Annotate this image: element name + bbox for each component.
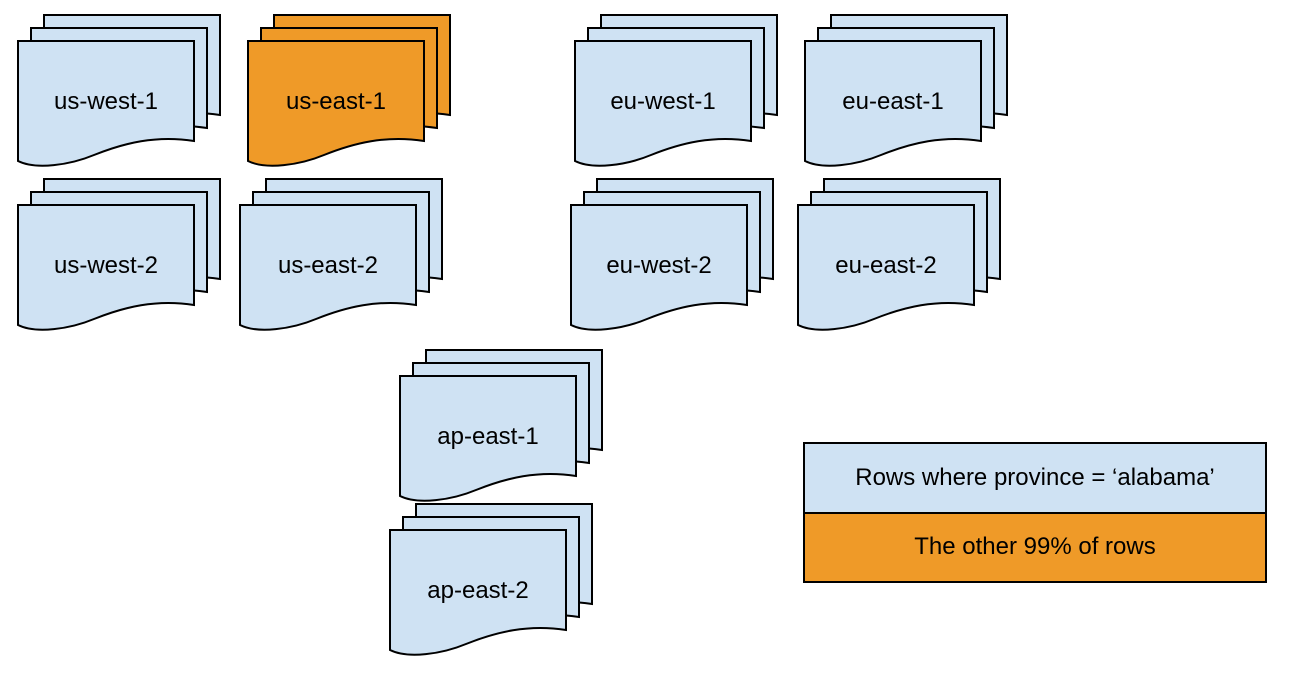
legend-label: Rows where province = ‘alabama’ <box>855 463 1215 491</box>
document-stack-icon: eu-east-1 <box>804 14 1008 167</box>
region-label: us-east-1 <box>286 88 386 115</box>
document-sheet-front <box>574 40 752 167</box>
document-stack-icon: us-east-2 <box>239 178 443 331</box>
region-label: us-west-1 <box>54 88 158 115</box>
region-label: eu-east-2 <box>835 252 936 279</box>
document-stack-icon: ap-east-1 <box>399 349 603 502</box>
region-label: ap-east-2 <box>427 577 528 604</box>
document-stack-icon: eu-west-1 <box>574 14 778 167</box>
region-label: eu-west-2 <box>606 252 711 279</box>
region-stack-ap-east-1: ap-east-1 <box>399 349 607 507</box>
region-stack-ap-east-2: ap-east-2 <box>389 503 597 661</box>
region-stack-us-east-2: us-east-2 <box>239 178 447 336</box>
document-sheet-front <box>399 375 577 502</box>
region-stack-us-west-1: us-west-1 <box>17 14 225 172</box>
document-stack-icon: eu-west-2 <box>570 178 774 331</box>
document-sheet-front <box>17 204 195 331</box>
document-sheet-front <box>17 40 195 167</box>
document-sheet-front <box>797 204 975 331</box>
document-sheet-front <box>389 529 567 656</box>
region-label: eu-west-1 <box>610 88 715 115</box>
legend-label: The other 99% of rows <box>914 533 1156 561</box>
region-stack-eu-west-1: eu-west-1 <box>574 14 782 172</box>
legend-row-alabama: Rows where province = ‘alabama’ <box>805 444 1265 512</box>
region-stack-eu-west-2: eu-west-2 <box>570 178 778 336</box>
document-sheet-front <box>804 40 982 167</box>
region-label: us-east-2 <box>278 252 378 279</box>
document-stack-icon: us-east-1 <box>247 14 451 167</box>
legend-row-other: The other 99% of rows <box>805 511 1265 581</box>
region-stack-eu-east-1: eu-east-1 <box>804 14 1012 172</box>
document-sheet-front <box>570 204 748 331</box>
legend: Rows where province = ‘alabama’ The othe… <box>803 442 1267 583</box>
region-stack-us-west-2: us-west-2 <box>17 178 225 336</box>
region-label: ap-east-1 <box>437 423 538 450</box>
document-sheet-front <box>247 40 425 167</box>
document-stack-icon: us-west-2 <box>17 178 221 331</box>
region-stack-eu-east-2: eu-east-2 <box>797 178 1005 336</box>
document-stack-icon: ap-east-2 <box>389 503 593 656</box>
document-sheet-front <box>239 204 417 331</box>
document-stack-icon: us-west-1 <box>17 14 221 167</box>
region-stack-us-east-1: us-east-1 <box>247 14 455 172</box>
region-label: us-west-2 <box>54 252 158 279</box>
region-label: eu-east-1 <box>842 88 943 115</box>
document-stack-icon: eu-east-2 <box>797 178 1001 331</box>
